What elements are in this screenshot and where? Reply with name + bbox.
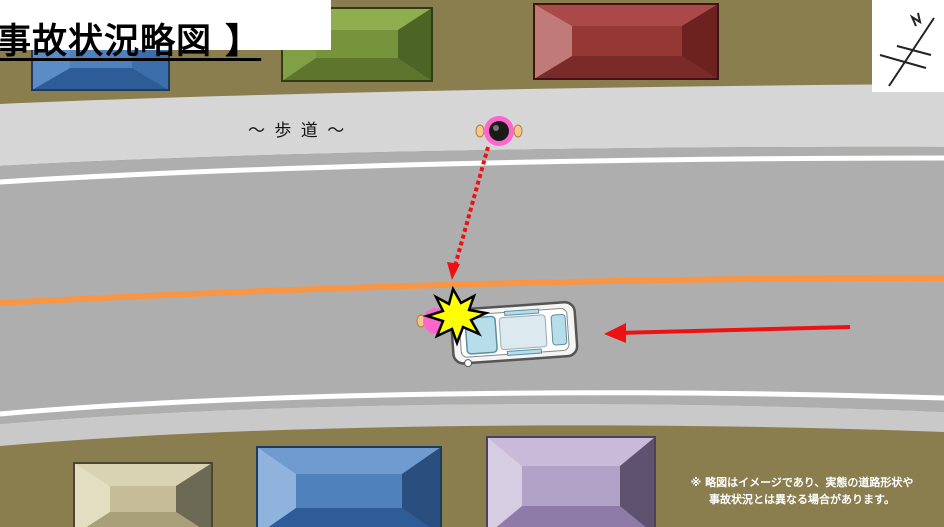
house-blue-bottom <box>257 447 441 527</box>
page-title: 【事故状況略図 】 <box>0 2 261 64</box>
house-beige-bottom <box>74 463 212 527</box>
house-lavender-bottom <box>487 437 655 527</box>
disclaimer-line-1: ※ 略図はイメージであり、実態の道路形状や <box>664 474 940 491</box>
sidewalk-label: ～ 歩 道 ～ <box>248 116 346 141</box>
title-label: 事故状況略図 】 <box>0 22 261 62</box>
title-box: 【事故状況略図 】 <box>0 0 331 50</box>
house-maroon-top <box>534 4 718 79</box>
compass-box <box>872 0 944 92</box>
disclaimer-note: ※ 略図はイメージであり、実態の道路形状や 事故状況とは異なる場合があります。 <box>664 474 940 508</box>
disclaimer-line-2: 事故状況とは異なる場合があります。 <box>664 491 940 508</box>
